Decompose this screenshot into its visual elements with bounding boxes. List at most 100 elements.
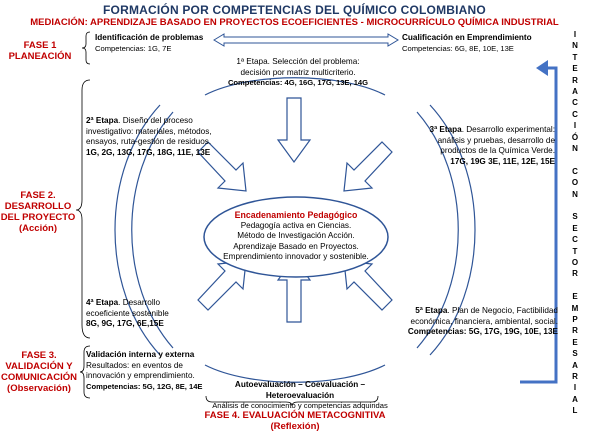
arc-right-outer — [429, 104, 476, 356]
center-ellipse — [203, 196, 389, 278]
arc-left-inner — [131, 111, 174, 349]
stage-5-competencias: Competencias: 5G, 17G, 19G, 10E, 13E — [407, 327, 558, 336]
vertical-letter: A — [572, 87, 578, 96]
center-line2: Método de Investigación Acción. — [237, 231, 355, 240]
vertical-letter: N — [572, 41, 578, 51]
vertical-letter: N — [572, 144, 578, 153]
bracket-fase4 — [205, 395, 379, 407]
center-title: Encadenamiento Pedagógico — [234, 210, 358, 220]
vertical-letter: C — [572, 109, 578, 119]
vertical-letter: C — [572, 98, 578, 108]
vertical-letter: C — [572, 235, 578, 245]
phase-3-line3: COMUNICACIÓN — [1, 372, 77, 383]
phase-3-line4: (Observación) — [7, 383, 71, 394]
arc-left-outer — [114, 104, 161, 356]
top-right-competencias: Competencias: 6G, 8E, 10E, 13E — [402, 43, 514, 53]
vertical-letter: R — [572, 326, 578, 336]
phase-1-label: FASE 1 PLANEACIÓN — [2, 40, 78, 62]
stage-3-line2: análisis y pruebas, desarrollo de — [437, 135, 555, 145]
top-right-box: Cualificación en Emprendimiento Competen… — [402, 33, 552, 53]
stage-5-line2: económica, financiera, ambiental, social… — [410, 316, 558, 326]
stage-2: 2ª Etapa. Diseño del proceso investigati… — [86, 116, 226, 158]
arrow-top — [276, 97, 312, 164]
stage-1-competencias: Competencias: 4G, 16G, 17G, 13E, 14G — [227, 78, 369, 87]
arrow-top-right — [343, 141, 393, 192]
phase-3-line1: FASE 3. — [21, 350, 57, 361]
vertical-letter: R — [572, 75, 578, 85]
vertical-letter: R — [572, 372, 578, 381]
vertical-letter: L — [572, 406, 578, 416]
stage-1-line1: 1ª Etapa. Selección del problema: — [236, 57, 360, 66]
phase-2-label: FASE 2. DESARROLLO DEL PROYECTO (Acción) — [0, 190, 76, 234]
vertical-letter: E — [572, 337, 578, 347]
top-left-box: Identificación de problemas Competencias… — [95, 33, 225, 53]
vertical-letter: A — [572, 360, 578, 370]
stage-4-label: 4ª Etapa — [86, 298, 119, 307]
feedback-arrowhead — [536, 60, 548, 76]
vertical-letter: I — [573, 121, 577, 131]
arc-right-inner — [416, 111, 459, 349]
stage-4-line2: ecoeficiente sostenible — [86, 308, 169, 318]
top-left-title: Identificación de problemas — [95, 33, 204, 42]
phase-2-line2: DESARROLLO — [4, 201, 72, 212]
evaluation-title: Autoevaluación – Coevaluación – Heteroev… — [234, 380, 366, 400]
vertical-letter: R — [572, 269, 578, 279]
vertical-letter: E — [572, 292, 578, 302]
evaluation-subtitle: Análisis de conocimiento y competencias … — [212, 401, 388, 410]
stage-5: 5ª Etapa. Plan de Negocio, Factibilidad … — [400, 306, 558, 338]
phase-4-line2: (Reflexión) — [270, 421, 320, 432]
top-left-competencias: Competencias: 1G, 7E — [95, 43, 172, 53]
stage-2-label: 2ª Etapa — [86, 116, 119, 125]
center-line4: Emprendimiento innovador y sostenible. — [223, 252, 369, 261]
arrow-top-left — [197, 141, 247, 192]
phase-2-line3: DEL PROYECTO — [0, 212, 76, 223]
stage-3: 3ª Etapa. Desarrollo experimental: análi… — [420, 125, 555, 167]
vertical-letter: Ó — [571, 132, 579, 142]
arrow-bottom-left — [197, 260, 247, 311]
stage-4-line1: . Desarrollo — [118, 298, 161, 307]
vertical-letter: C — [572, 166, 578, 176]
phase-1-line1: FASE 1 — [23, 40, 57, 51]
stage-2-line3: ensayos, ruta-gestión de residuos. — [86, 137, 212, 146]
validation-competencias: Competencias: 5G, 12G, 8E, 14E — [86, 381, 203, 391]
arrow-bottom-right — [343, 260, 393, 311]
phase-2-line4: (Acción) — [19, 223, 57, 234]
evaluation-box: Autoevaluación – Coevaluación – Heteroev… — [205, 380, 395, 411]
vertical-letter: I — [573, 383, 577, 393]
block-arrows — [197, 97, 393, 323]
stage-5-label: 5ª Etapa — [415, 306, 448, 315]
arc-bottom — [204, 364, 386, 383]
validation-line2: innovación y emprendimiento. — [86, 371, 195, 380]
phase-4-label: FASE 4. EVALUACIÓN METACOGNITIVA (Reflex… — [190, 410, 400, 432]
top-right-title: Cualificación en Emprendimiento — [402, 33, 532, 42]
vertical-letter: O — [571, 258, 579, 267]
vertical-letter: T — [572, 52, 578, 62]
vertical-letter: O — [571, 178, 579, 188]
stage-2-competencias: 1G, 2G, 13G, 17G, 18G, 11E, 13E — [86, 147, 211, 157]
vertical-letter: S — [572, 212, 578, 222]
page-subtitle: MEDIACIÓN: APRENDIZAJE BASADO EN PROYECT… — [30, 17, 559, 28]
stage-3-line1: . Desarrollo experimental: — [461, 125, 555, 134]
vertical-letter: I — [573, 30, 577, 39]
vertical-letter: N — [572, 189, 578, 199]
stage-2-line1: . Diseño del proceso — [118, 116, 193, 125]
bracket-fase3 — [79, 345, 91, 399]
stage-4-competencias: 8G, 9G, 17G, 6E,15E — [86, 319, 164, 328]
stage-3-line3: productos de la Química Verde. — [440, 146, 555, 155]
center-line3: Aprendizaje Basado en Proyectos. — [233, 241, 359, 251]
stage-5-line1: . Plan de Negocio, Factibilidad — [447, 306, 558, 315]
validation-box: Validación interna y externa Resultados:… — [86, 350, 216, 391]
stage-3-competencias: 17G, 19G 3E, 11E, 12E, 15E — [450, 156, 555, 166]
vertical-letter: M — [571, 303, 579, 313]
vertical-letter: E — [572, 64, 578, 74]
validation-title: Validación interna y externa — [86, 350, 195, 359]
stage-1: 1ª Etapa. Selección del problema: decisi… — [218, 57, 378, 88]
phase-1-line2: PLANEACIÓN — [8, 51, 72, 62]
phase-3-label: FASE 3. VALIDACIÓN Y COMUNICACIÓN (Obser… — [0, 350, 78, 394]
phase-brackets — [75, 31, 379, 407]
validation-line1: Resultados: en eventos de — [86, 360, 183, 370]
bracket-fase1 — [81, 31, 91, 65]
arc-top — [204, 77, 386, 96]
vertical-letter: T — [572, 246, 578, 256]
